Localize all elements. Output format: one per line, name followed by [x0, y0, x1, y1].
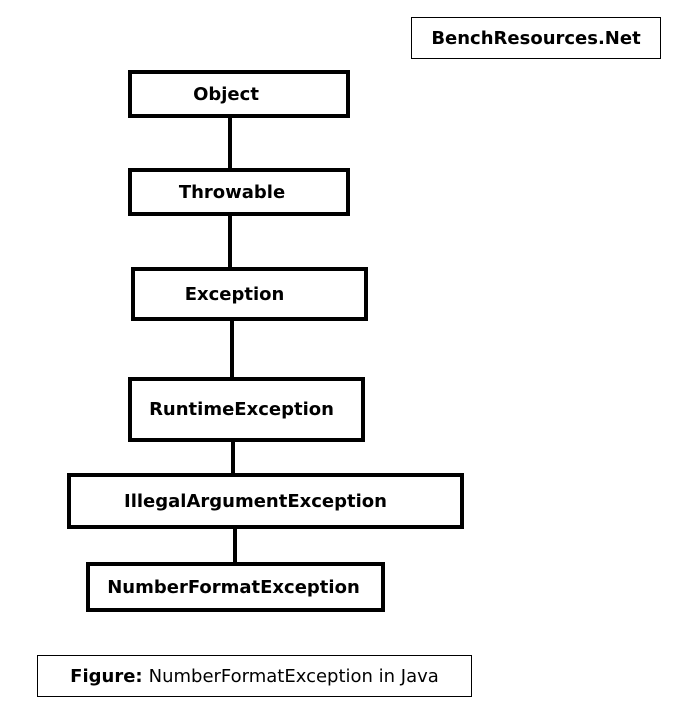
caption-text: NumberFormatException in Java: [148, 665, 439, 687]
caption-label: Figure:: [70, 665, 143, 687]
node-runtimeexception: RuntimeException: [128, 377, 365, 442]
connector-throwable-exception: [228, 214, 232, 268]
node-numberformatexception: NumberFormatException: [86, 562, 385, 612]
connector-illegalargumentexception-numberformatexception: [233, 528, 237, 564]
connector-runtimeexception-illegalargumentexception: [231, 440, 235, 474]
node-throwable: Throwable: [128, 168, 350, 216]
node-exception: Exception: [131, 267, 368, 321]
connector-object-throwable: [228, 115, 232, 169]
brand-watermark: BenchResources.Net: [411, 17, 661, 59]
node-illegalargumentexception: IllegalArgumentException: [67, 473, 464, 529]
node-object: Object: [128, 70, 350, 118]
figure-caption: Figure: NumberFormatException in Java: [37, 655, 472, 697]
connector-exception-runtimeexception: [230, 319, 234, 379]
